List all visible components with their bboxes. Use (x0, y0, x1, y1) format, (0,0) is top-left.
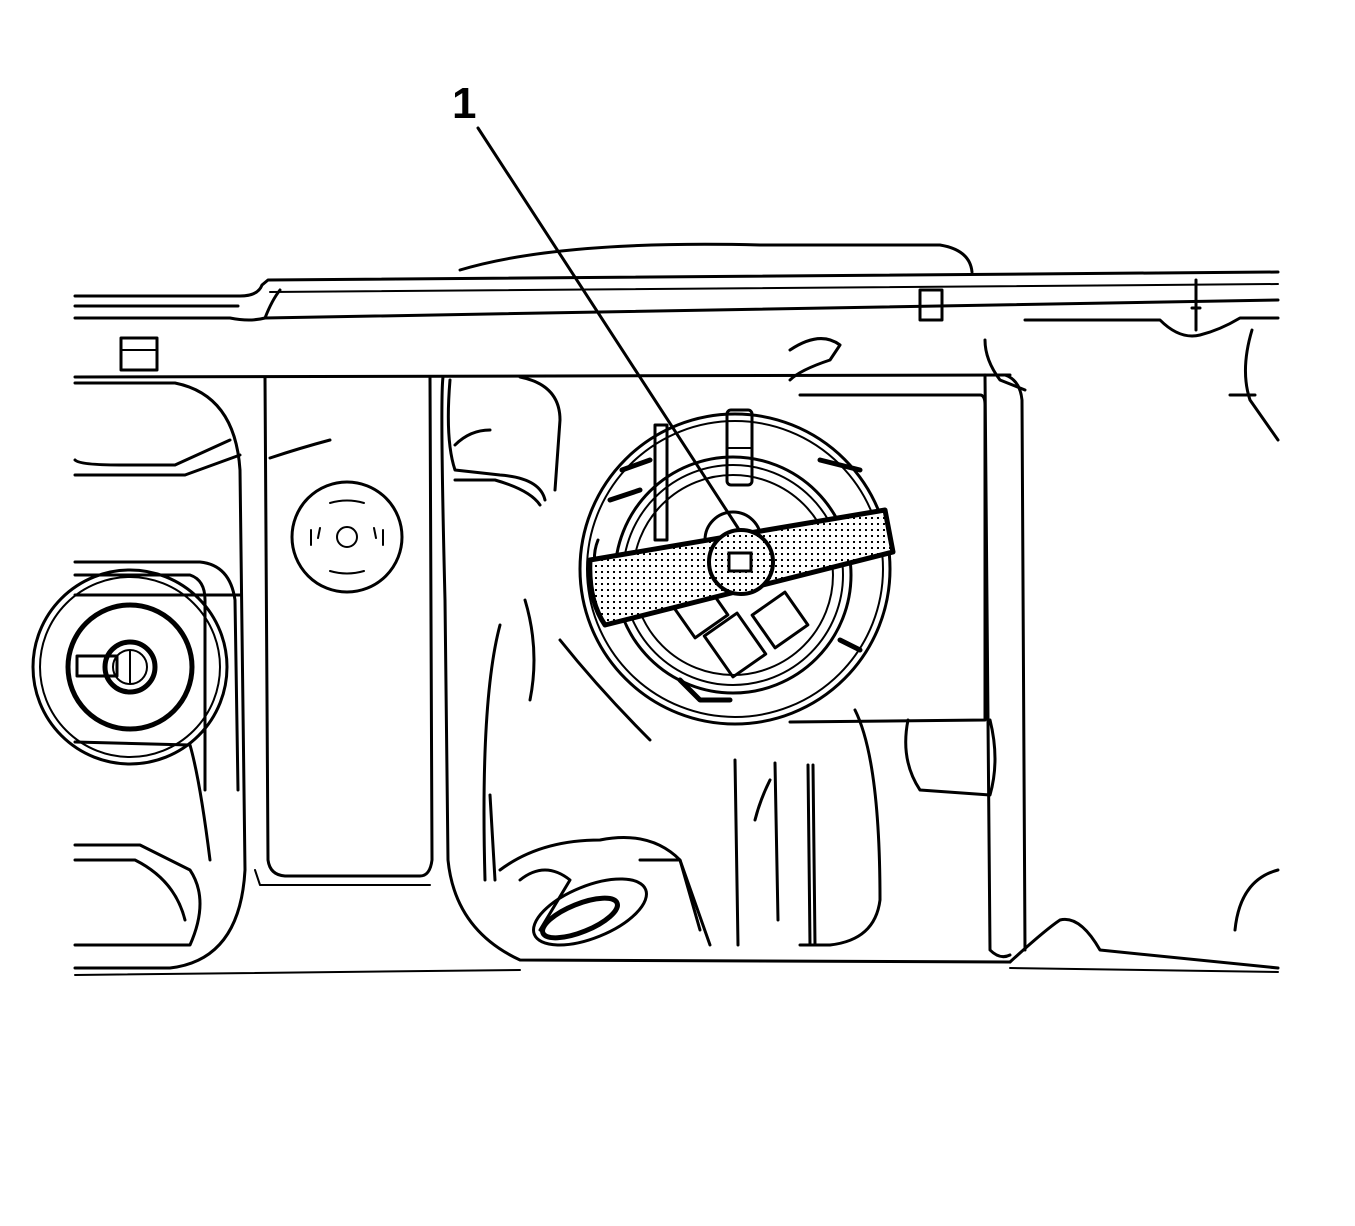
vent-nipple (119, 336, 159, 372)
right-tank-section (74, 316, 1280, 976)
fuel-sender-connector (75, 654, 119, 678)
callout-leader-line (476, 126, 740, 530)
fuel-pump-lock-ring-tool (587, 507, 896, 628)
left-tank-section (31, 381, 247, 970)
center-channel (254, 375, 434, 886)
callout-number-1: 1 (452, 79, 477, 128)
center-tank-section (440, 337, 1027, 964)
top-rail (73, 242, 1280, 379)
vent-valve (918, 288, 944, 322)
